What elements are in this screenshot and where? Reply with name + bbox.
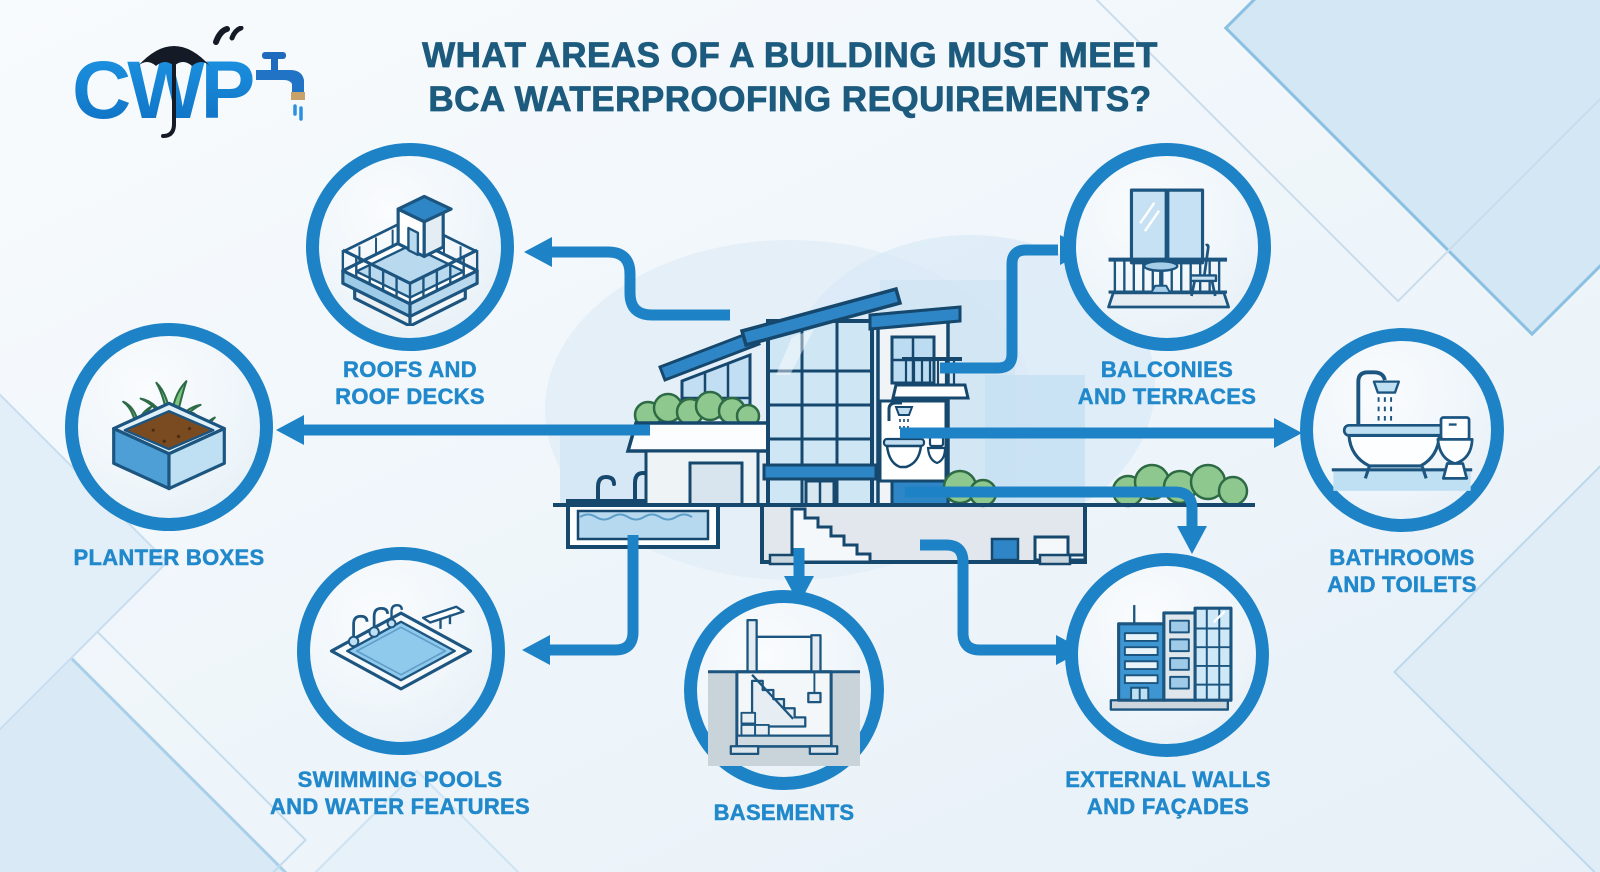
bushes: [942, 463, 1249, 508]
balcony-icon: [1063, 143, 1271, 351]
roof-deck-icon: [306, 143, 514, 351]
left-wing: [625, 329, 781, 507]
title-line-2: BCA WATERPROOFING REQUIREMENTS?: [428, 80, 1152, 120]
glass-tower: [739, 286, 903, 507]
umbrella-icon: [138, 26, 244, 138]
node-roofs: [306, 143, 514, 351]
node-basements: [684, 590, 884, 790]
building-facade-icon: [1065, 553, 1269, 757]
arrow-to-balconies: [940, 244, 1058, 374]
pool-cutaway: [566, 470, 720, 549]
node-bathrooms: [1300, 328, 1504, 532]
bathroom-icon: [1300, 328, 1504, 532]
label-swimming-pools: SWIMMING POOLS AND WATER FEATURES: [269, 767, 531, 819]
label-bathrooms: BATHROOMS AND TOILETS: [1327, 545, 1477, 597]
arrow-to-roofs: [550, 246, 730, 321]
cwp-logo: CWP: [72, 26, 305, 138]
node-balconies: [1063, 143, 1271, 351]
basement-cutaway: [760, 503, 1087, 566]
page-title: WHAT AREAS OF A BUILDING MUST MEET BCA W…: [330, 34, 1250, 122]
label-planter-boxes: PLANTER BOXES: [73, 545, 265, 570]
label-balconies: BALCONIES AND TERRACES: [1077, 357, 1257, 409]
title-line-1: WHAT AREAS OF A BUILDING MUST MEET: [422, 36, 1158, 76]
node-planter-boxes: [65, 323, 273, 531]
right-wing: [868, 305, 970, 507]
node-swimming-pools: [297, 547, 505, 755]
faucet-icon: [256, 52, 305, 121]
arrow-to-external-walls-top: [905, 486, 1198, 528]
label-basements: BASEMENTS: [713, 800, 855, 825]
basement-icon: [684, 590, 884, 790]
arrow-to-external-walls-left: [920, 539, 1056, 656]
arrow-to-swimming-pools: [548, 535, 639, 656]
swimming-pool-icon: [297, 547, 505, 755]
planter-box-icon: [65, 323, 273, 531]
node-external-walls: [1065, 553, 1269, 757]
label-external-walls: EXTERNAL WALLS AND FAÇADES: [1065, 767, 1271, 819]
label-roofs: ROOFS AND ROOF DECKS: [335, 357, 485, 409]
